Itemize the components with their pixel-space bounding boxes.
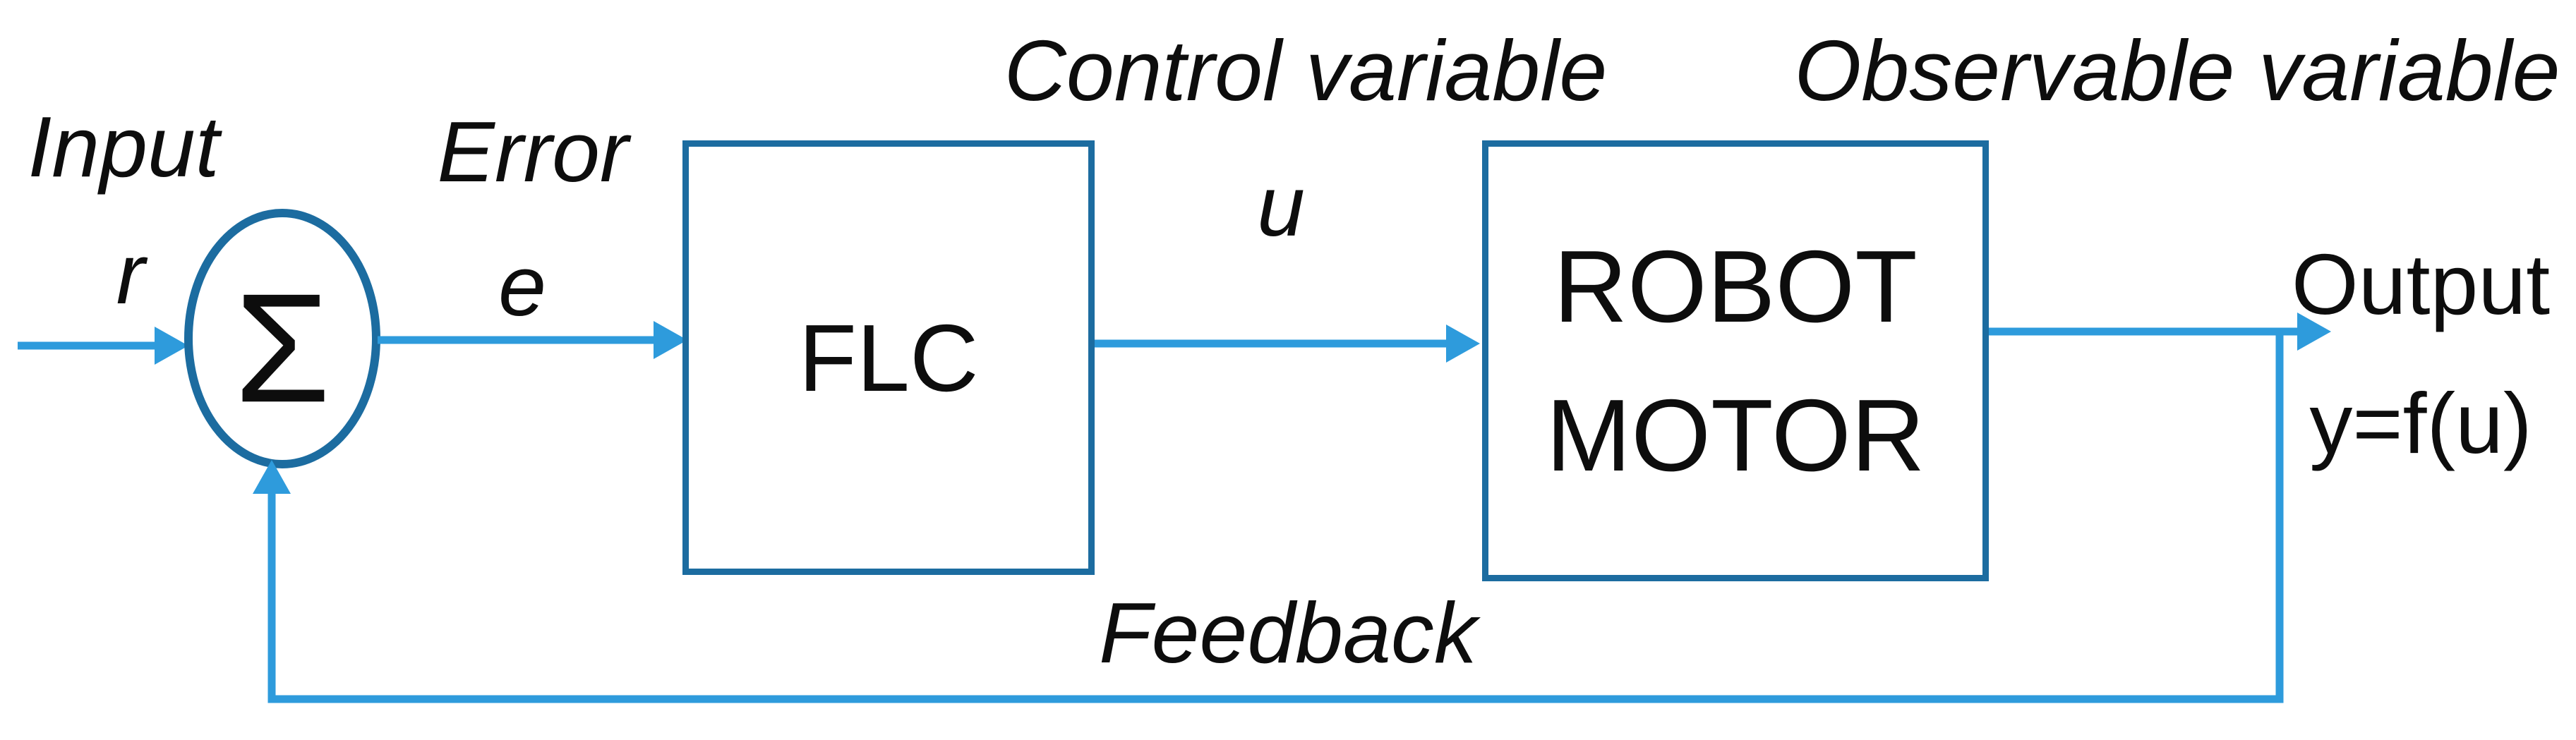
error-symbol-label: e (498, 238, 546, 334)
output-label: Output (2291, 236, 2551, 332)
robot-motor-label-line1: ROBOT (1553, 229, 1918, 344)
control-arrowhead-icon (1446, 324, 1480, 363)
flc-block: FLC (682, 140, 1095, 575)
sigma-symbol: Σ (234, 261, 330, 435)
input-arrowhead-icon (155, 327, 188, 365)
output-equation-label: y=f(u) (2309, 375, 2532, 471)
feedback-arrowhead-icon (253, 460, 291, 494)
robot-motor-block: ROBOT MOTOR (1482, 140, 1989, 581)
output-arrowhead-icon (2297, 313, 2331, 351)
control-symbol-label: u (1257, 158, 1305, 254)
error-arrowhead-icon (654, 321, 687, 359)
error-label: Error (437, 104, 629, 200)
flc-block-label: FLC (798, 304, 979, 411)
control-variable-label: Control variable (1004, 23, 1608, 119)
input-symbol-label: r (116, 226, 145, 322)
robot-motor-label-line2: MOTOR (1546, 377, 1925, 492)
observable-variable-label: Observable variable (1794, 23, 2560, 119)
input-label: Input (28, 99, 219, 195)
summing-junction-circle (184, 209, 380, 468)
feedback-path-line (267, 333, 2284, 703)
feedback-label: Feedback (1099, 585, 1477, 681)
